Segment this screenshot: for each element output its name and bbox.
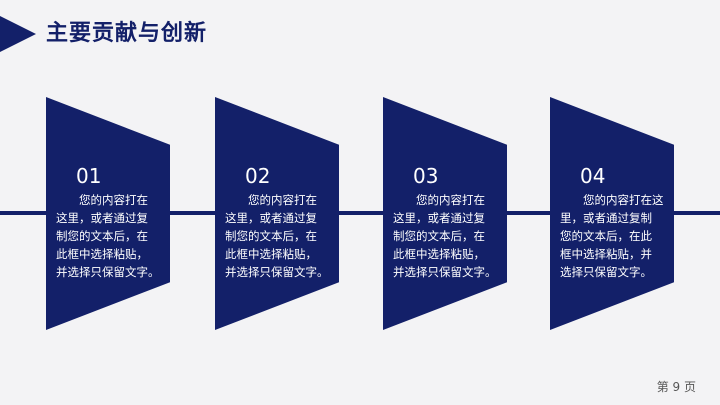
title-corner-triangle [0, 16, 36, 52]
contribution-card-2: 02 您的内容打在 这里，或者通过复 制您的文本后，在 此框中选择粘贴， 并选择… [215, 97, 339, 330]
card-text: 您的内容打在 这里，或者通过复 制您的文本后，在 此框中选择粘贴， 并选择只保留… [393, 193, 497, 279]
contribution-card-4: 04 您的内容打在这 里，或者通过复制 您的文本后，在此 框中选择粘贴，并 选择… [550, 97, 674, 330]
card-number: 02 [245, 164, 271, 188]
card-text: 您的内容打在这 里，或者通过复制 您的文本后，在此 框中选择粘贴，并 选择只保留… [560, 193, 664, 279]
card-number: 04 [580, 164, 606, 188]
card-text: 您的内容打在 这里，或者通过复 制您的文本后，在 此框中选择粘贴， 并选择只保留… [225, 193, 329, 279]
card-number: 03 [413, 164, 439, 188]
card-text: 您的内容打在 这里，或者通过复 制您的文本后，在 此框中选择粘贴， 并选择只保留… [56, 193, 160, 279]
timeline-line [0, 211, 720, 215]
page-number: 第 9 页 [656, 380, 696, 394]
page-title: 主要贡献与创新 [46, 21, 208, 46]
contribution-card-3: 03 您的内容打在 这里，或者通过复 制您的文本后，在 此框中选择粘贴， 并选择… [383, 97, 507, 330]
card-number: 01 [76, 164, 102, 188]
contribution-card-1: 01 您的内容打在 这里，或者通过复 制您的文本后，在 此框中选择粘贴， 并选择… [46, 97, 170, 330]
